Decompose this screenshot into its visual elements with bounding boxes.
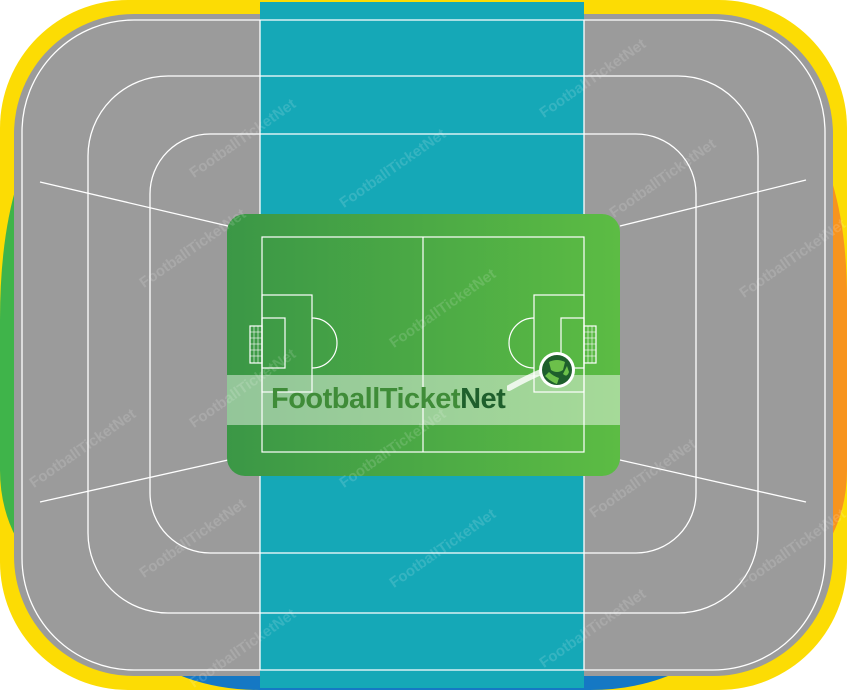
tier-lines (21, 19, 826, 671)
football-icon (507, 352, 575, 391)
logo-ticket: Ticket (379, 383, 461, 415)
logo-net: Net (460, 383, 506, 415)
logo-football: Football (271, 383, 380, 415)
brand-logo: FootballTicketNet (271, 379, 506, 419)
pitch[interactable] (227, 214, 620, 476)
